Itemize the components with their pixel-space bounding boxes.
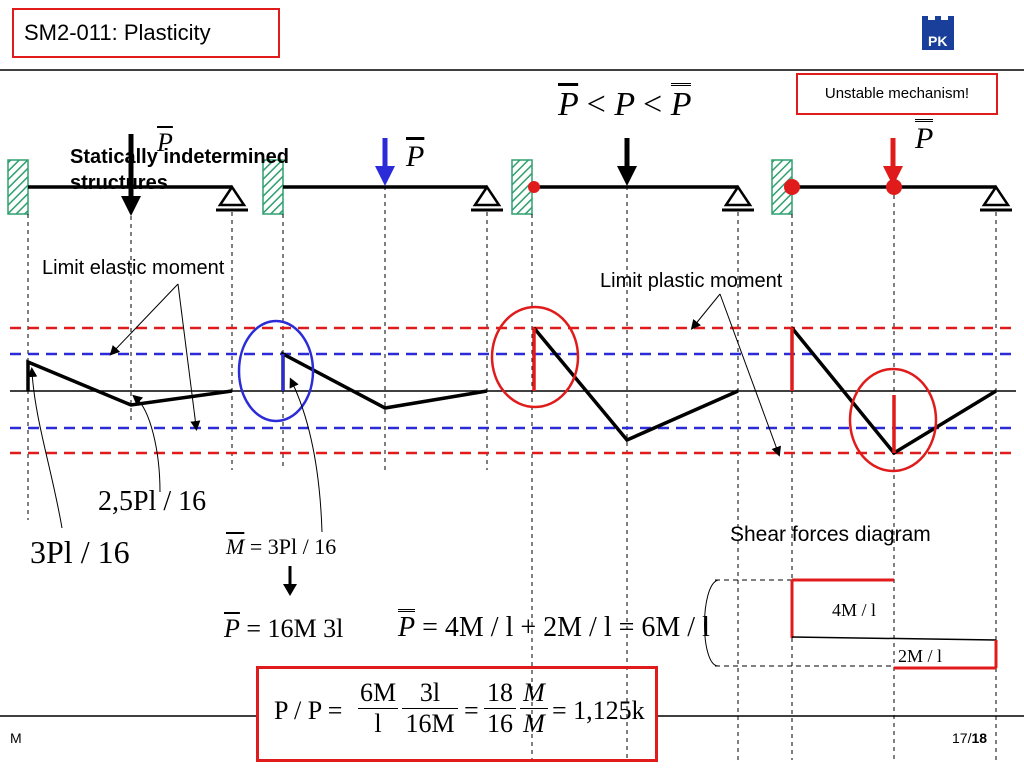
- ratio-eq1: =: [464, 696, 479, 725]
- formula-25pl: 2,5Pl / 16: [98, 486, 207, 517]
- label-shear: Shear forces diagram: [730, 523, 931, 546]
- ratio-result: = 1,125k: [552, 696, 645, 725]
- shear-bottom-label: 2M / l: [898, 646, 943, 666]
- plastic-hinge-4b: [886, 179, 902, 195]
- load-label-3: P < P < P: [558, 83, 692, 124]
- plastic-hinge-circle-4: [848, 367, 938, 473]
- label-statically: Statically indetermined structures: [70, 144, 289, 196]
- label-statically-line1: Statically indetermined: [70, 146, 289, 168]
- svg-text:PK: PK: [928, 33, 947, 49]
- page-number: 17/18: [952, 730, 987, 746]
- page-current: 17/: [952, 730, 972, 746]
- ratio-frac4: M M: [520, 678, 548, 739]
- ratio-frac3-num: 18: [487, 678, 513, 707]
- ratio-frac3-den: 16: [484, 708, 516, 739]
- beam-2: [262, 138, 503, 215]
- formula-3pl: 3Pl / 16: [30, 534, 130, 570]
- label-limit-elastic: Limit elastic moment: [42, 257, 225, 279]
- beam-3: [511, 138, 754, 215]
- elastic-limit-circle: [237, 319, 315, 423]
- roller-support-4: [980, 184, 1012, 212]
- ratio-frac3: 18 16: [484, 678, 516, 739]
- ratio-box: [256, 666, 658, 762]
- roller-support-2: [471, 184, 503, 212]
- ratio-frac4-num: M: [523, 678, 545, 707]
- logo-icon: PK: [922, 16, 954, 50]
- ratio-lhs: P / P =: [274, 696, 343, 725]
- page-total: 18: [971, 730, 988, 746]
- load-label-4: P: [915, 119, 934, 156]
- formula-pbar: P = 16M 3l: [224, 614, 344, 643]
- page-title: SM2-011: Plasticity: [12, 8, 280, 58]
- fixed-support-1: [7, 159, 29, 215]
- ratio-frac2-num: 3l: [419, 678, 441, 707]
- ratio-frac2: 3l 16M: [402, 678, 458, 739]
- formula-pdbl: P = 4M / l + 2M / l = 6M / l: [398, 609, 710, 644]
- shear-top-label: 4M / l: [832, 600, 877, 620]
- moment-diagram-3: [532, 326, 739, 443]
- label-pointers: [27, 283, 781, 533]
- ratio-frac1-den: l: [358, 708, 398, 739]
- footer-left: M: [10, 730, 22, 746]
- roller-support-3: [722, 184, 754, 212]
- plastic-hinge-circle-3: [490, 305, 580, 409]
- moment-diagram-1: [26, 359, 233, 407]
- load-label-1: P: [157, 128, 173, 157]
- beam-1: [7, 134, 248, 216]
- ratio-frac2-den: 16M: [402, 708, 458, 739]
- guide-lines: [27, 186, 997, 760]
- load-label-2: P: [406, 140, 425, 173]
- ratio-frac1-num: 6M: [359, 678, 397, 707]
- beam-4: [771, 138, 1012, 215]
- unstable-note: Unstable mechanism!: [796, 73, 998, 115]
- roller-support-1: [216, 184, 248, 212]
- label-statically-line2: structures: [70, 172, 168, 194]
- shear-diagram: [704, 578, 998, 670]
- formula-mbar: M = 3Pl / 16: [226, 534, 337, 559]
- plastic-hinge-4a: [784, 179, 800, 195]
- ratio-frac4-den: M: [520, 708, 548, 739]
- plastic-hinge-3: [528, 181, 540, 193]
- label-limit-plastic: Limit plastic moment: [600, 270, 783, 292]
- ratio-frac1: 6M l: [358, 678, 398, 739]
